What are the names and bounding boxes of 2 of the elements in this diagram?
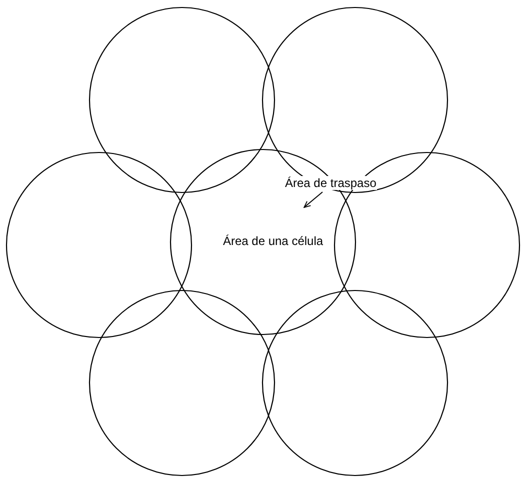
cell-area-label: Área de una célula	[222, 234, 324, 248]
leader-arrow	[304, 192, 323, 208]
